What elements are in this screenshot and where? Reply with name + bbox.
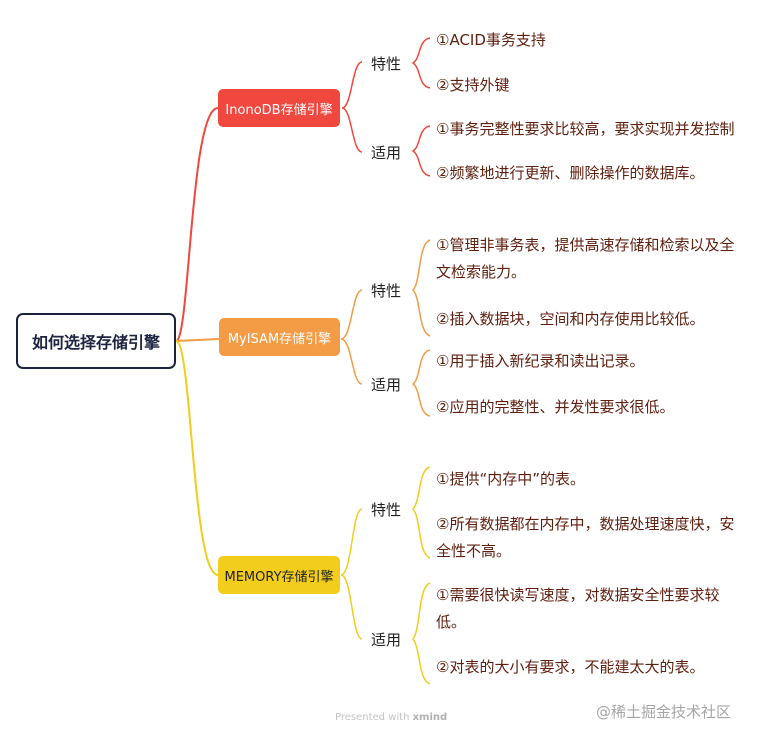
xmind-watermark: Presented with xmind bbox=[335, 712, 447, 723]
site-credit: @稀土掘金技术社区 bbox=[596, 703, 732, 721]
brace-myisam-uses bbox=[411, 349, 431, 417]
innodb-use-2[interactable]: ②频繁地进行更新、删除操作的数据库。 bbox=[436, 164, 705, 182]
engine-myisam[interactable]: MyISAM存储引擎 bbox=[219, 318, 340, 356]
watermark-prefix: Presented with bbox=[335, 712, 410, 723]
engine-memory[interactable]: MEMORY存储引擎 bbox=[218, 556, 340, 594]
memory-use-2[interactable]: ②对表的大小有要求，不能建太大的表。 bbox=[436, 658, 705, 676]
memory-feature-label[interactable]: 特性 bbox=[371, 501, 402, 519]
myisam-use-2[interactable]: ②应用的完整性、并发性要求很低。 bbox=[436, 398, 675, 416]
innodb-feature-label[interactable]: 特性 bbox=[371, 55, 402, 73]
memory-use-label[interactable]: 适用 bbox=[371, 631, 402, 649]
brace-innodb bbox=[341, 61, 363, 153]
brace-memory bbox=[340, 508, 363, 640]
brace-innodb-uses bbox=[411, 125, 431, 177]
myisam-feature-label[interactable]: 特性 bbox=[371, 282, 402, 300]
connector-memory bbox=[175, 340, 219, 576]
connector-innodb bbox=[175, 107, 219, 342]
brace-memory-features bbox=[411, 466, 431, 559]
memory-feature-1[interactable]: ①提供“内存中”的表。 bbox=[436, 470, 585, 488]
innodb-use-label[interactable]: 适用 bbox=[371, 144, 402, 162]
myisam-use-label[interactable]: 适用 bbox=[371, 376, 402, 394]
brace-innodb-features bbox=[411, 37, 431, 89]
engine-innodb[interactable]: InonoDB存储引擎 bbox=[218, 89, 340, 127]
innodb-use-1[interactable]: ①事务完整性要求比较高，要求实现并发控制 bbox=[436, 120, 735, 138]
watermark-brand: xmind bbox=[412, 712, 448, 723]
myisam-use-1[interactable]: ①用于插入新纪录和读出记录。 bbox=[436, 352, 645, 370]
brace-myisam bbox=[340, 289, 363, 385]
connector-myisam bbox=[175, 338, 220, 342]
innodb-feature-1[interactable]: ①ACID事务支持 bbox=[436, 31, 546, 49]
brace-memory-uses bbox=[412, 582, 431, 685]
innodb-feature-2[interactable]: ②支持外键 bbox=[436, 76, 510, 94]
myisam-feature-1[interactable]: ①管理非事务表，提供高速存储和检索以及全文检索能力。 bbox=[436, 236, 735, 281]
memory-feature-2[interactable]: ②所有数据都在内存中，数据处理速度快，安全性不高。 bbox=[436, 515, 735, 560]
root-topic[interactable]: 如何选择存储引擎 bbox=[16, 313, 176, 369]
brace-myisam-features bbox=[411, 239, 431, 337]
myisam-feature-2[interactable]: ②插入数据块，空间和内存使用比较低。 bbox=[436, 310, 705, 328]
memory-use-1[interactable]: ①需要很快读写速度，对数据安全性要求较低。 bbox=[436, 586, 720, 631]
